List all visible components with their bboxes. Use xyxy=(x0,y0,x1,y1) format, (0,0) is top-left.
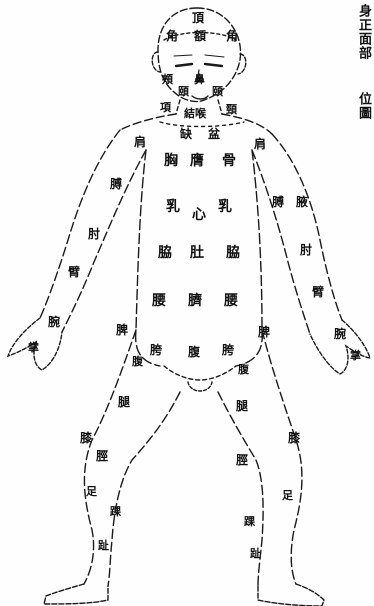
label-flank-right: 脾 xyxy=(258,326,270,338)
label-thigh-right: 腿 xyxy=(236,400,248,412)
torso-left xyxy=(136,150,160,366)
label-thigh-left: 腿 xyxy=(118,396,130,408)
label-shin-right: 脛 xyxy=(236,454,248,466)
right-arm-inner xyxy=(252,150,310,334)
left-arm-outer xyxy=(40,130,120,318)
label-foot-right: 趾 xyxy=(250,548,261,559)
label-groin-left: 腹 xyxy=(132,356,143,367)
label-belly: 腹 xyxy=(188,346,200,358)
label-neck-left: 項 xyxy=(160,102,171,113)
label-knee-left: 膝 xyxy=(80,432,92,444)
label-neck-right: 頸 xyxy=(226,104,237,115)
label-calf-right: 足 xyxy=(282,490,293,501)
label-upperarm-right: 膊 xyxy=(272,196,284,208)
label-nipple-left: 乳 xyxy=(166,200,180,214)
label-shoulder-right: 肩 xyxy=(254,138,266,150)
label-foot-left: 趾 xyxy=(98,540,109,551)
label-hand-right: 掌 xyxy=(350,350,361,361)
label-wrist-left: 腕 xyxy=(48,316,60,328)
label-knee-right: 膝 xyxy=(288,432,300,444)
label-forehead-center: 額 xyxy=(194,30,206,42)
collarbone xyxy=(160,122,244,127)
label-chin-right: 頤 xyxy=(212,86,223,97)
label-forearm-right: 臂 xyxy=(312,286,324,298)
label-ankle-right: 踝 xyxy=(244,516,255,527)
left-arm-inner xyxy=(62,150,146,332)
label-forearm-left: 臂 xyxy=(68,266,80,278)
label-forehead-right: 角 xyxy=(226,30,238,42)
label-armpit-right: 腋 xyxy=(296,196,308,208)
neck-left xyxy=(176,100,180,114)
left-shoulder xyxy=(120,114,176,130)
label-navel: 臍 xyxy=(188,294,202,308)
mouth xyxy=(192,96,208,99)
right-eye xyxy=(205,64,222,66)
right-brow xyxy=(205,55,224,57)
label-flank-left: 脾 xyxy=(116,324,128,336)
left-leg-inner xyxy=(108,392,180,586)
title-vertical-line-2: 位圖 xyxy=(356,92,370,120)
label-groin-right: 腹 xyxy=(238,364,249,375)
right-leg-outer xyxy=(262,330,302,584)
label-heart: 心 xyxy=(192,208,206,222)
left-eye xyxy=(176,64,192,66)
label-throat: 結喉 xyxy=(184,108,206,119)
label-ankle-left: 踝 xyxy=(110,506,121,517)
label-clavicle-left: 缺 xyxy=(180,128,192,140)
label-forehead-left: 角 xyxy=(166,30,178,42)
genital xyxy=(188,382,212,391)
label-chest-center: 膺 xyxy=(190,154,204,168)
label-nose: 鼻 xyxy=(194,74,205,85)
label-chin-left: 頤 xyxy=(178,86,189,97)
label-elbow-right: 肘 xyxy=(300,244,312,256)
label-wrist-right: 腕 xyxy=(334,328,346,340)
label-shin-left: 脛 xyxy=(96,450,108,462)
label-nipple-right: 乳 xyxy=(218,200,232,214)
label-calf-left: 足 xyxy=(86,486,97,497)
neck-right xyxy=(218,100,222,114)
left-brow xyxy=(174,55,192,56)
label-clavicle-right: 盆 xyxy=(208,128,220,140)
label-hip-left: 胯 xyxy=(150,344,162,356)
label-elbow-left: 肘 xyxy=(88,228,100,240)
label-rib-left: 脇 xyxy=(158,246,172,260)
label-rib-right: 脇 xyxy=(226,246,240,260)
right-foot xyxy=(258,584,324,606)
left-foot xyxy=(44,584,108,604)
title-vertical-line-1: 身正面部 xyxy=(356,4,370,60)
label-chest-right: 骨 xyxy=(222,154,236,168)
label-crown: 頂 xyxy=(192,12,204,24)
label-hip-right: 胯 xyxy=(222,344,234,356)
right-arm-outer xyxy=(272,134,342,320)
label-waist-left: 腰 xyxy=(152,294,166,308)
label-hand-left: 掌 xyxy=(28,342,39,353)
label-shoulder-left: 肩 xyxy=(134,136,146,148)
label-waist-right: 腰 xyxy=(224,294,238,308)
label-cheek-left: 頰 xyxy=(162,74,173,85)
label-chest-left: 胸 xyxy=(164,154,178,168)
left-leg-outer xyxy=(84,330,136,584)
label-abdomen-center: 肚 xyxy=(190,246,204,260)
groin xyxy=(164,366,236,380)
label-upperarm-left: 膊 xyxy=(110,178,122,190)
